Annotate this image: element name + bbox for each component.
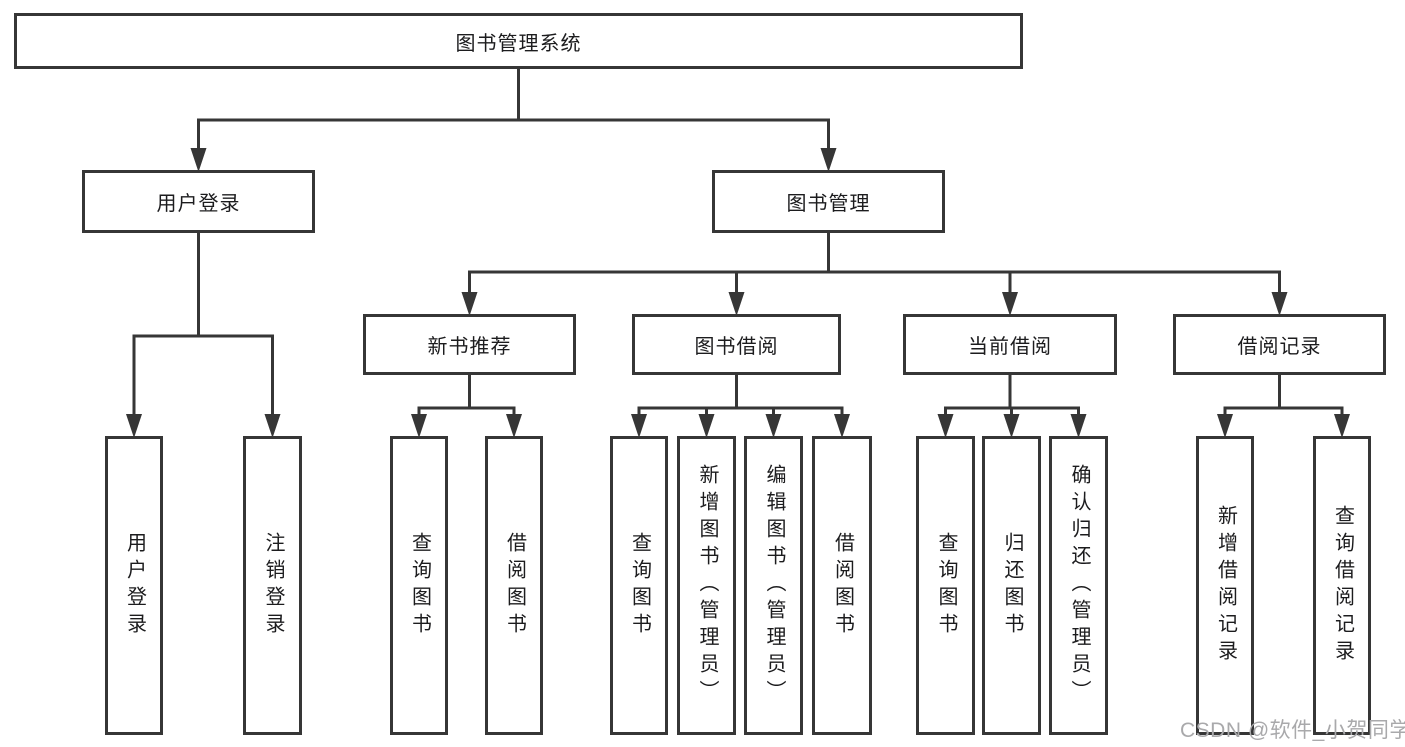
node-leaf-user-login: 用户登录 (105, 436, 163, 735)
arrowhead (631, 414, 647, 438)
node-label: 归还图书 (1001, 531, 1023, 640)
node-label: 新增借阅记录 (1214, 504, 1237, 667)
node-label: 查询图书 (935, 531, 957, 640)
node-label: 编辑图书（管理员） (763, 464, 785, 707)
node-leaf-borrow-book-1: 借阅图书 (485, 436, 543, 735)
node-label: 用户登录 (156, 193, 241, 215)
arrowhead (820, 148, 837, 172)
node-label: 注销登录 (262, 531, 284, 640)
arrowhead (728, 292, 745, 316)
node-leaf-logout: 注销登录 (243, 436, 302, 735)
arrowhead (698, 414, 715, 438)
arrowhead (1070, 414, 1087, 438)
node-label: 新增图书（管理员） (696, 464, 718, 707)
node-leaf-query-record: 查询借阅记录 (1313, 436, 1371, 735)
node-leaf-confirm-return: 确认归还（管理员） (1049, 436, 1108, 735)
arrowhead (190, 148, 207, 172)
node-leaf-query-book-3: 查询图书 (916, 436, 975, 735)
arrowhead (411, 414, 427, 438)
arrowhead (1217, 414, 1233, 438)
node-label: 借阅记录 (1237, 336, 1322, 358)
node-label: 当前借阅 (968, 336, 1052, 358)
node-label: 查询图书 (628, 531, 651, 640)
node-user-login: 用户登录 (82, 170, 315, 233)
node-label: 查询图书 (408, 531, 431, 640)
node-book-mgmt: 图书管理 (712, 170, 945, 233)
node-label: 确认归还（管理员） (1068, 464, 1090, 707)
node-leaf-query-book-2: 查询图书 (610, 436, 668, 735)
node-system: 图书管理系统 (14, 13, 1023, 69)
node-leaf-edit-book: 编辑图书（管理员） (744, 436, 803, 735)
node-leaf-add-book: 新增图书（管理员） (677, 436, 736, 735)
node-label: 查询借阅记录 (1331, 504, 1354, 667)
node-label: 用户登录 (123, 531, 146, 640)
node-leaf-add-record: 新增借阅记录 (1196, 436, 1254, 735)
node-label: 借阅图书 (831, 531, 854, 640)
arrowhead (126, 414, 142, 438)
arrowhead (937, 414, 954, 438)
node-leaf-borrow-book-2: 借阅图书 (812, 436, 872, 735)
node-current-borrow: 当前借阅 (903, 314, 1117, 375)
node-new-book-rec: 新书推荐 (363, 314, 576, 375)
node-label: 图书管理 (786, 193, 871, 215)
arrowhead (461, 292, 478, 316)
arrowhead (1334, 414, 1350, 438)
node-label: 借阅图书 (503, 531, 526, 640)
node-leaf-query-book-1: 查询图书 (390, 436, 448, 735)
arrowhead (765, 414, 782, 438)
node-label: 图书管理系统 (455, 32, 582, 55)
node-leaf-return-book: 归还图书 (982, 436, 1041, 735)
arrowhead (506, 414, 522, 438)
arrowhead (1003, 414, 1020, 438)
node-label: 图书借阅 (694, 336, 779, 358)
arrowhead (834, 414, 850, 438)
node-label: 新书推荐 (427, 336, 512, 358)
arrowhead (1002, 292, 1018, 316)
watermark: CSDN @软件_小贺同学 (1180, 719, 1405, 742)
node-borrow-records: 借阅记录 (1173, 314, 1386, 375)
arrowhead (1271, 292, 1288, 316)
arrowhead (264, 414, 281, 438)
node-book-borrow: 图书借阅 (632, 314, 841, 375)
